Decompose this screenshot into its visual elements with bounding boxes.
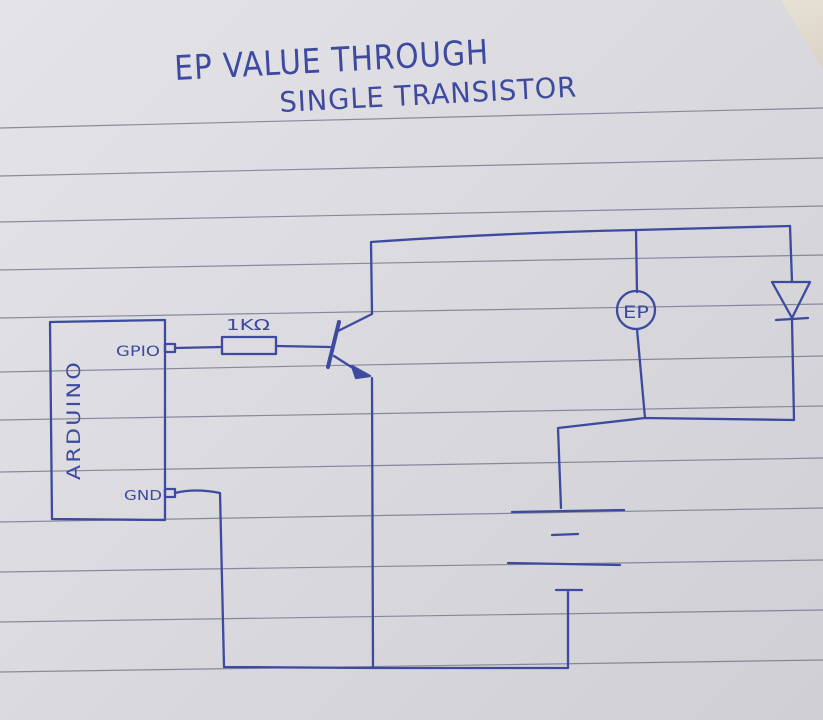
wire-gpio-resistor [173, 345, 224, 350]
ep-label: EP [623, 303, 649, 323]
gpio-pin [163, 342, 177, 354]
arduino-label: ARDUINO [63, 360, 85, 480]
arduino-box [48, 318, 167, 522]
battery-plate-3 [506, 561, 622, 567]
transistor-emitter-arrow [350, 364, 372, 380]
battery-plate-2 [550, 532, 580, 537]
diode-symbol [770, 280, 812, 320]
wire-emitter-down [370, 376, 375, 670]
wire-ground-loop [173, 489, 570, 670]
gnd-label: GND [124, 489, 162, 504]
wire-ep-top [634, 228, 639, 294]
gpio-label: GPIO [116, 344, 160, 360]
resistor-label: 1KΩ [226, 316, 270, 334]
wire-resistor-base [274, 344, 332, 349]
transistor-base-bar [326, 320, 341, 369]
transistor-collector [334, 312, 374, 334]
battery-plate-1 [510, 508, 626, 514]
wire-collector-top [369, 224, 792, 316]
resistor [220, 335, 278, 356]
gnd-pin [163, 487, 177, 499]
wire-diode-bottom [790, 318, 796, 422]
wire-ep-bottom [635, 327, 647, 420]
ruled-lines [0, 107, 823, 673]
wire-bottom-rail [556, 416, 796, 510]
wire-right-down [788, 224, 794, 284]
